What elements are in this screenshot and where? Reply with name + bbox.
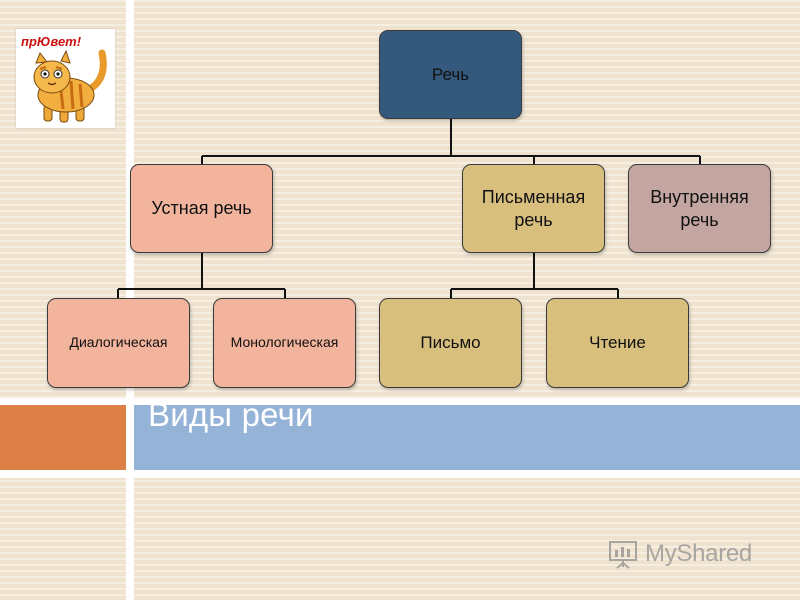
node-inner-speech: Внутренняя речь <box>628 164 771 253</box>
connector-oral-level2 <box>117 253 286 298</box>
divider-top <box>0 398 800 405</box>
node-speech: Речь <box>379 30 522 119</box>
connector-root-level1 <box>201 119 701 164</box>
cat-sticker: прЮвет! <box>16 29 115 128</box>
watermark: MyShared <box>607 537 752 571</box>
node-monologic: Монологическая <box>213 298 356 388</box>
connector-written-level2 <box>450 253 619 298</box>
node-dialogic: Диалогическая <box>47 298 190 388</box>
divider-bottom <box>0 470 800 478</box>
node-written-speech: Письменная речь <box>462 164 605 253</box>
slide-title: Виды речи <box>148 396 314 433</box>
sticker-greeting: прЮвет! <box>21 34 82 49</box>
watermark-text: MyShared <box>645 540 752 567</box>
title-band <box>134 405 800 470</box>
node-writing: Письмо <box>379 298 522 388</box>
node-reading: Чтение <box>546 298 689 388</box>
presentation-board-icon <box>609 541 637 569</box>
node-oral-speech: Устная речь <box>130 164 273 253</box>
accent-block <box>0 405 126 470</box>
cat-icon <box>33 49 107 123</box>
